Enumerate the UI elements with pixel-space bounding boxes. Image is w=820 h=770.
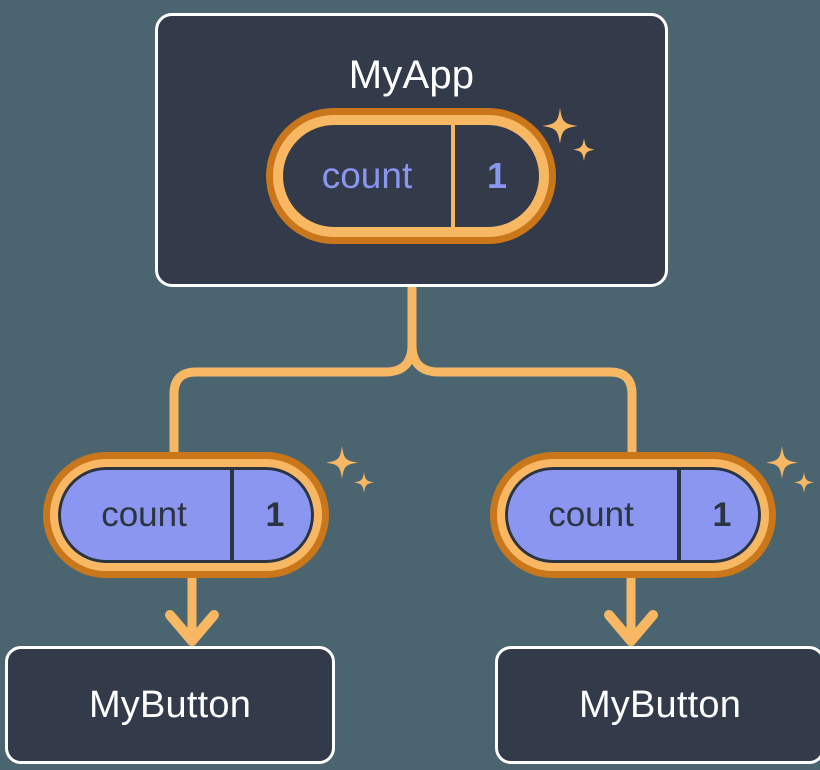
state-value: 1 [265,495,285,534]
component-card-mybutton-left[interactable]: MyButton [5,646,335,764]
sparkle-icon-left [320,440,382,507]
mybutton-label: MyButton [88,683,252,726]
myapp-label: MyApp [348,53,475,97]
state-pill-body: count 1 [50,459,322,571]
state-pill-body: count 1 [273,115,549,237]
state-split-connector-right [407,281,637,457]
state-pill-body: count 1 [497,459,769,571]
state-value: 1 [486,155,508,196]
diagram-title: MyApp component state propagation [0,21,1,22]
arrow-to-left-button [165,573,219,646]
state-split-connector [169,281,417,457]
component-card-mybutton-right[interactable]: MyButton [495,646,820,764]
mybutton-label: MyButton [578,683,742,726]
state-key: count [283,125,455,227]
state-pill-left-button[interactable]: count 1 [43,452,329,578]
arrow-to-right-button [604,573,658,646]
state-key: count [505,467,681,563]
state-pill-right-button[interactable]: count 1 [490,452,776,578]
sparkle-icon [326,446,374,493]
state-key: count [58,467,234,563]
state-pill-myapp[interactable]: count 1 [266,108,556,244]
state-value: 1 [712,495,732,534]
